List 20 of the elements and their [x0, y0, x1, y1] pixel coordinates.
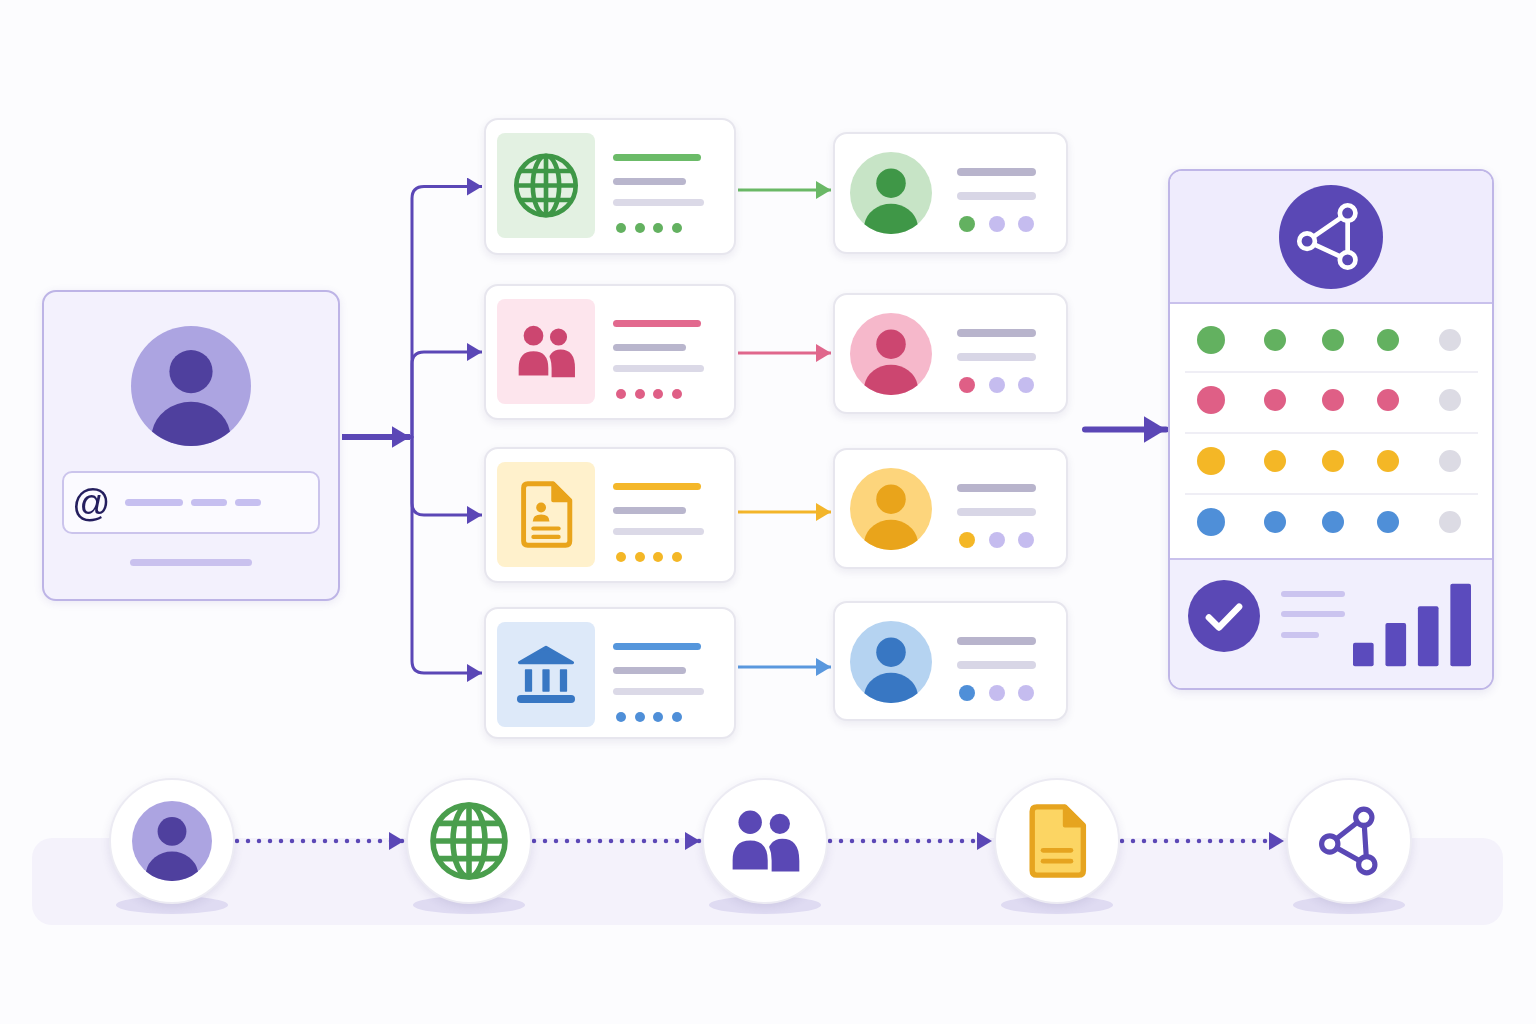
source-card	[484, 284, 736, 420]
arrow	[1082, 416, 1169, 443]
arrow	[738, 181, 831, 199]
arrow	[738, 344, 831, 362]
source-card	[484, 118, 736, 255]
arrow	[738, 503, 831, 521]
dotted-arrow	[234, 832, 407, 850]
contact-card	[833, 448, 1068, 569]
arrow	[342, 426, 410, 448]
contact-card	[833, 601, 1068, 721]
source-card	[484, 607, 736, 739]
contact-card	[833, 132, 1068, 254]
contact-card	[833, 293, 1068, 414]
dotted-arrow	[531, 832, 703, 850]
summary-panel	[1168, 169, 1494, 690]
input-field	[62, 471, 320, 534]
at-symbol: @	[72, 483, 111, 522]
arrow	[738, 658, 831, 676]
source-card	[484, 447, 736, 583]
profile-card	[42, 290, 340, 601]
